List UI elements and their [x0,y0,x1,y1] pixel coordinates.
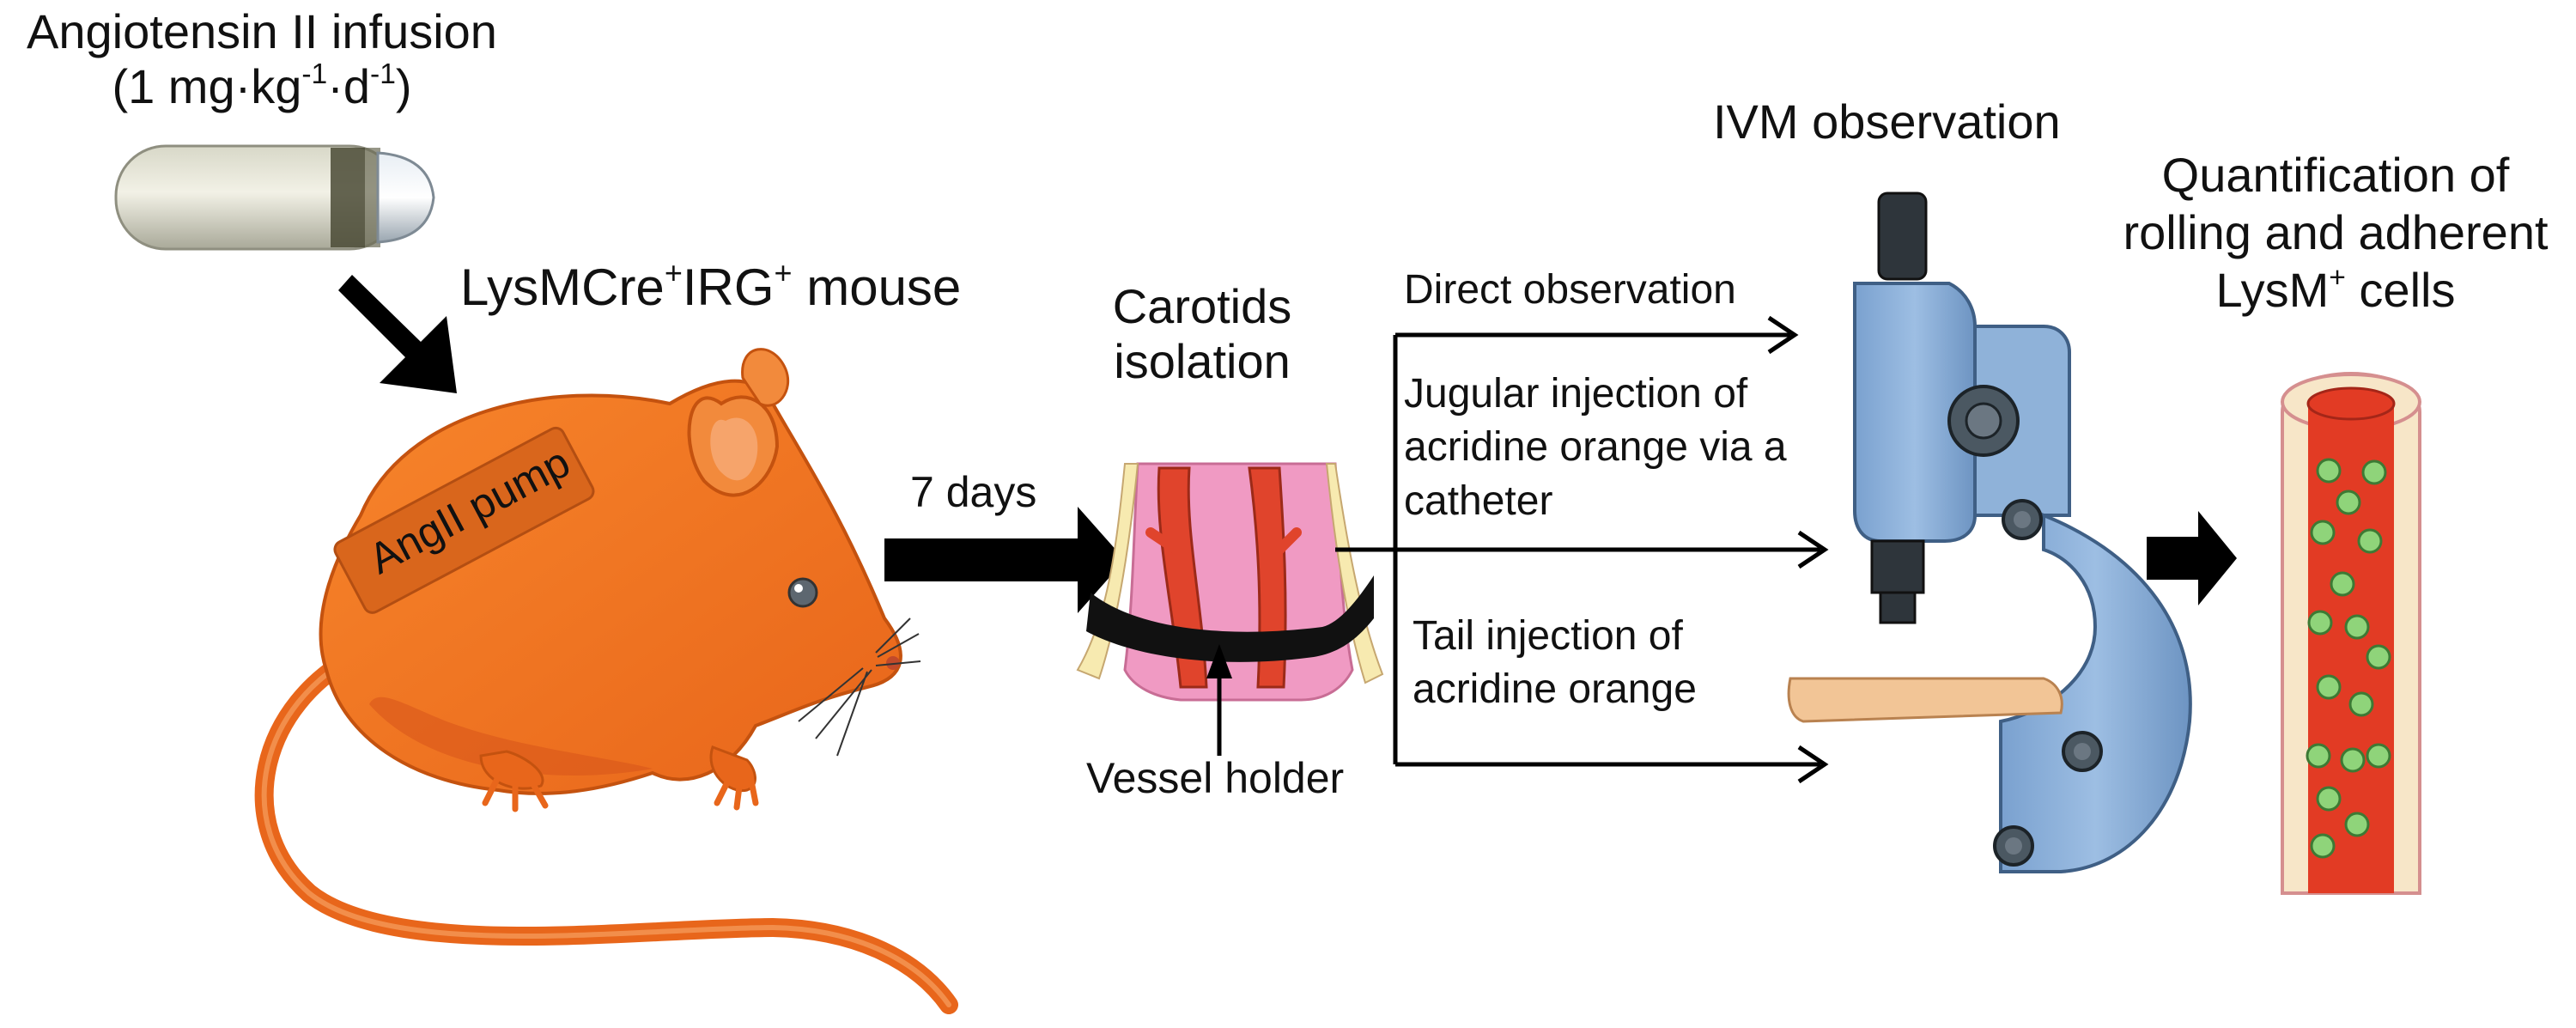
direct-observation-label: Direct observation [1404,267,1736,313]
quant-line3: LysM+ cells [2099,261,2572,319]
tail-injection-label: Tail injection of acridine orange [1413,610,1697,717]
angii-pump-tag [333,426,595,614]
carotids-line1: Carotids [1112,279,1292,333]
angiotensin-label: Angiotensin II infusion (1 mg·kg-1·d-1) [9,4,515,115]
mouse-label-post: mouse [792,259,962,316]
capsule-to-mouse-arrow [338,275,457,393]
carotids-line2: isolation [1114,334,1291,389]
branch-arrows [1335,332,1820,767]
vessel-holder-label: Vessel holder [1086,754,1345,802]
vessel-illustration [2281,372,2421,895]
jugular-line2: acridine orange via a [1404,424,1787,471]
quant-line3-pre: LysM [2215,263,2330,318]
quantification-label: Quantification of rolling and adherent L… [2099,146,2572,319]
seven-days-label: 7 days [910,468,1037,516]
quant-line2: rolling and adherent [2123,205,2549,260]
ivm-observation-label: IVM observation [1713,94,2061,149]
jugular-line3: catheter [1404,478,1553,524]
mouse-label-mid: IRG [682,259,775,316]
mouse-label: LysMCre+IRG+ mouse [460,258,961,317]
dose-post: ) [395,59,412,114]
mouse-illustration [254,348,958,1014]
quant-line3-sup: + [2329,262,2346,295]
carotids-illustration [1076,462,1384,756]
dose-sup2: -1 [370,58,396,91]
mouse-label-pre: LysMCre [460,259,665,316]
tail-line1: Tail injection of [1413,613,1683,659]
carotids-label: Carotids isolation [1056,279,1348,390]
seven-days-arrow [884,507,1125,613]
quant-line3-post: cells [2345,263,2456,318]
microscope-illustration [1787,192,2192,873]
angiotensin-line1: Angiotensin II infusion [27,4,497,58]
lysm-cells [2306,458,2391,859]
tail-line2: acridine orange [1413,666,1697,713]
jugular-line1: Jugular injection of [1404,371,1748,417]
quant-line1: Quantification of [2161,148,2510,202]
branch-arrowheads [1767,315,1829,784]
jugular-injection-label: Jugular injection of acridine orange via… [1404,368,1787,528]
dose-pre: (1 mg·kg [112,59,302,114]
dose-sup1: -1 [301,58,328,91]
angiotensin-dose: (1 mg·kg-1·d-1) [9,59,515,114]
osmotic-pump-capsule [114,144,435,251]
dose-mid: ·d [327,59,371,114]
mouse-label-sup2: + [774,255,793,291]
microscope-to-vessel-arrow [2147,511,2237,605]
mouse-label-sup1: + [664,255,683,291]
